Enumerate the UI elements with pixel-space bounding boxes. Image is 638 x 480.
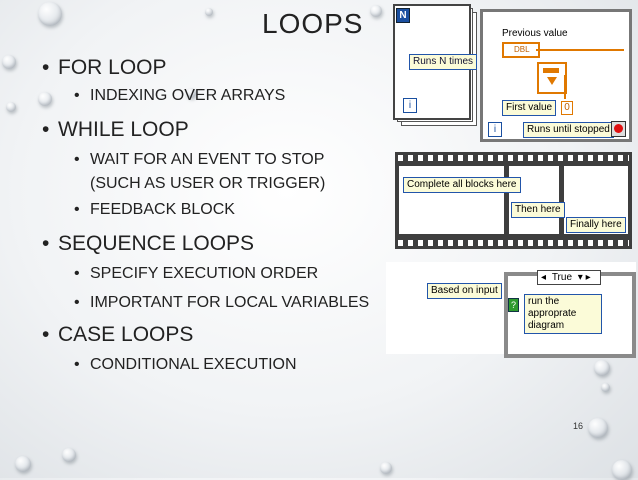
dropdown-arrow-icon[interactable]: ▾ xyxy=(577,272,583,283)
water-droplet xyxy=(6,102,16,112)
bullet-such-as-user: (SUCH AS USER OR TRIGGER) xyxy=(90,175,326,192)
water-droplet xyxy=(38,2,62,26)
water-droplet xyxy=(612,460,632,480)
slide-number: 16 xyxy=(573,421,584,431)
bullet-wait-event: •WAIT FOR AN EVENT TO STOP xyxy=(74,151,325,168)
first-value-label: First value xyxy=(502,100,557,116)
water-droplet xyxy=(15,456,31,472)
water-droplet xyxy=(186,88,196,98)
dbl-indicator: DBL xyxy=(502,42,540,58)
frame2-label: Then here xyxy=(511,202,565,218)
water-droplet xyxy=(588,418,608,438)
water-droplet xyxy=(205,8,213,16)
while-loop-diagram: Previous value DBL First value 0 i Runs … xyxy=(480,9,632,142)
frame1-label: Complete all blocks here xyxy=(403,177,521,193)
stop-terminal-icon xyxy=(611,121,626,137)
water-droplet xyxy=(594,360,610,376)
bullet-sequence-loops: •SEQUENCE LOOPS xyxy=(42,232,255,255)
case-diagram: Based on input ◂ True ▾ ▸ ? run the appr… xyxy=(386,262,636,358)
slide-title: LOOPS xyxy=(262,8,364,39)
sequence-diagram: Complete all blocks here Then here Final… xyxy=(395,152,632,249)
case-selector-terminal: ? xyxy=(508,298,519,312)
bullet-case-loops: •CASE LOOPS xyxy=(42,323,194,346)
zero-constant: 0 xyxy=(561,101,573,115)
film-perforations-bottom xyxy=(398,240,629,246)
case-selector: ◂ True ▾ ▸ xyxy=(537,270,601,285)
bullet-while-loop: •WHILE LOOP xyxy=(42,118,189,141)
water-droplet xyxy=(2,55,16,69)
loop-index-terminal: i xyxy=(488,122,502,137)
based-on-input-label: Based on input xyxy=(427,283,502,299)
bullet-feedback-block: •FEEDBACK BLOCK xyxy=(74,201,235,218)
shift-register-box xyxy=(537,62,567,94)
water-droplet xyxy=(62,448,76,462)
frame3-label: Finally here xyxy=(566,217,626,233)
decrement-arrow-icon[interactable]: ◂ xyxy=(541,272,547,283)
bullet-indexing-arrays: •INDEXING OVER ARRAYS xyxy=(74,87,286,104)
for-loop-diagram: N Runs N times i xyxy=(393,4,478,128)
case-body-label: run the approprate diagram xyxy=(524,294,602,334)
previous-value-label: Previous value xyxy=(502,28,568,39)
count-terminal: N xyxy=(396,8,410,23)
for-loop-label: Runs N times xyxy=(409,54,478,70)
film-perforations-top xyxy=(398,155,629,161)
increment-arrow-icon[interactable]: ▸ xyxy=(585,272,591,283)
bullet-for-loop: •FOR LOOP xyxy=(42,56,167,79)
water-droplet xyxy=(370,5,382,17)
water-droplet xyxy=(601,383,610,392)
index-terminal: i xyxy=(403,98,417,113)
bullet-local-variables: •IMPORTANT FOR LOCAL VARIABLES xyxy=(74,294,370,311)
runs-until-stopped-label: Runs until stopped xyxy=(523,122,614,138)
water-droplet xyxy=(380,462,392,474)
arrow-down-icon xyxy=(547,77,557,85)
bullet-execution-order: •SPECIFY EXECUTION ORDER xyxy=(74,265,319,282)
bullet-conditional: •CONDITIONAL EXECUTION xyxy=(74,356,297,373)
water-droplet xyxy=(38,92,52,106)
arrow-right-icon xyxy=(543,68,559,73)
